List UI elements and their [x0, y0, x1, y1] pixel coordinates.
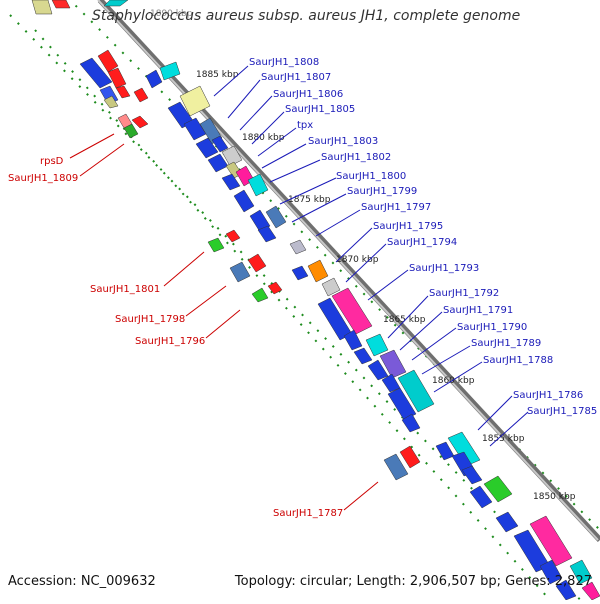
gene-block	[221, 145, 243, 167]
genome-backbone	[97, 0, 600, 543]
gene-label[interactable]: SaurJH1_1787	[273, 508, 343, 519]
ruler-mark: 1870 kbp	[336, 255, 379, 265]
gene-block	[379, 349, 407, 379]
gene-block	[331, 287, 373, 335]
gene-block	[107, 67, 127, 89]
ruler-mark: 1880 kbp	[242, 133, 285, 143]
gene-label[interactable]: SaurJH1_1807	[261, 72, 331, 83]
gene-block	[79, 57, 113, 89]
gene-block	[539, 559, 563, 585]
gene-block	[399, 445, 421, 469]
gene-block	[211, 135, 229, 153]
ruler-mark: 1875 kbp	[288, 195, 331, 205]
page-title: Staphylococcus aureus subsp. aureus JH1,…	[92, 8, 521, 24]
accession-text: Accession: NC_009632	[8, 574, 156, 589]
gene-block	[353, 347, 373, 365]
gene-block	[51, 0, 71, 9]
gene-block	[529, 515, 573, 567]
gene-block	[229, 261, 251, 283]
ruler-mark: 1865 kbp	[383, 315, 426, 325]
gene-label[interactable]: SaurJH1_1794	[387, 237, 457, 248]
gene-block	[103, 0, 129, 7]
gene-block	[251, 287, 269, 303]
gene-label[interactable]: SaurJH1_1789	[471, 338, 541, 349]
label-leaders	[69, 65, 529, 511]
gene-block	[247, 253, 267, 273]
gene-block	[555, 579, 577, 601]
gene-label[interactable]: SaurJH1_1792	[429, 288, 499, 299]
gene-block	[195, 137, 219, 159]
reverse-gene-labels: rpsD SaurJH1_1809 SaurJH1_1801 SaurJH1_1…	[8, 156, 343, 519]
gene-block	[397, 369, 435, 413]
gene-block	[249, 209, 271, 233]
gene-label[interactable]: SaurJH1_1785	[527, 406, 597, 417]
gene-label[interactable]: SaurJH1_1798	[115, 314, 185, 325]
gene-block	[265, 205, 287, 229]
gene-label[interactable]: SaurJH1_1806	[273, 89, 343, 100]
gene-label[interactable]: SaurJH1_1796	[135, 336, 205, 347]
gene-block	[133, 87, 149, 103]
gene-block	[233, 189, 255, 213]
gene-block	[291, 265, 309, 281]
gene-block	[289, 239, 307, 255]
gene-label[interactable]: SaurJH1_1793	[409, 263, 479, 274]
gene-block	[307, 259, 329, 283]
gene-block	[581, 581, 600, 601]
gene-label[interactable]: SaurJH1_1803	[308, 136, 378, 147]
ruler-mark: 1885 kbp	[196, 70, 239, 80]
topology-text: Topology: circular; Length: 2,906,507 bp…	[234, 574, 592, 589]
gene-block	[495, 511, 519, 533]
ruler-mark: 1890 kbp	[150, 9, 193, 19]
gene-block	[207, 237, 225, 253]
gene-block	[145, 69, 163, 89]
gene-block	[401, 413, 421, 433]
gene-block	[31, 0, 53, 15]
gene-label[interactable]: tpx	[297, 120, 313, 131]
gene-block	[115, 85, 131, 99]
gene-block	[123, 123, 139, 139]
ruler-mark: 1860 kbp	[432, 376, 475, 386]
gene-block	[131, 115, 149, 129]
gene-block	[225, 229, 241, 243]
gene-label[interactable]: SaurJH1_1795	[373, 221, 443, 232]
gene-block	[483, 475, 513, 503]
gene-block	[247, 173, 269, 197]
ruler-mark: 1850 kbp	[533, 492, 576, 502]
gene-label[interactable]: SaurJH1_1808	[249, 57, 319, 68]
gene-label[interactable]: SaurJH1_1791	[443, 305, 513, 316]
gene-label[interactable]: SaurJH1_1801	[90, 284, 160, 295]
gene-block	[435, 441, 455, 461]
gene-block	[383, 453, 409, 481]
gene-block	[569, 559, 593, 585]
gene-features	[31, 0, 600, 601]
gene-label[interactable]: rpsD	[40, 156, 64, 167]
gene-block	[221, 173, 241, 191]
gene-label[interactable]: SaurJH1_1788	[483, 355, 553, 366]
gene-label[interactable]: SaurJH1_1786	[513, 390, 583, 401]
gene-block	[97, 49, 119, 73]
gene-label[interactable]: SaurJH1_1809	[8, 173, 78, 184]
gene-block	[343, 329, 363, 351]
gene-block	[267, 281, 283, 295]
gene-label[interactable]: SaurJH1_1802	[321, 152, 391, 163]
forward-gene-labels: SaurJH1_1808 SaurJH1_1807 SaurJH1_1806 S…	[249, 57, 597, 417]
gene-label[interactable]: SaurJH1_1800	[336, 171, 406, 182]
gene-block	[365, 333, 389, 357]
gene-block	[321, 277, 341, 297]
gene-block	[387, 387, 417, 421]
gene-block	[461, 465, 483, 485]
gene-label[interactable]: SaurJH1_1799	[347, 186, 417, 197]
gene-block	[159, 61, 181, 81]
gene-label[interactable]: SaurJH1_1805	[285, 104, 355, 115]
gene-block	[179, 85, 211, 117]
gene-block	[367, 359, 389, 381]
gene-block	[103, 95, 119, 109]
gene-block	[469, 485, 493, 509]
gene-block	[257, 225, 277, 243]
ruler-mark: 1855 kbp	[482, 434, 525, 444]
gene-label[interactable]: SaurJH1_1797	[361, 202, 431, 213]
gene-label[interactable]: SaurJH1_1790	[457, 322, 527, 333]
